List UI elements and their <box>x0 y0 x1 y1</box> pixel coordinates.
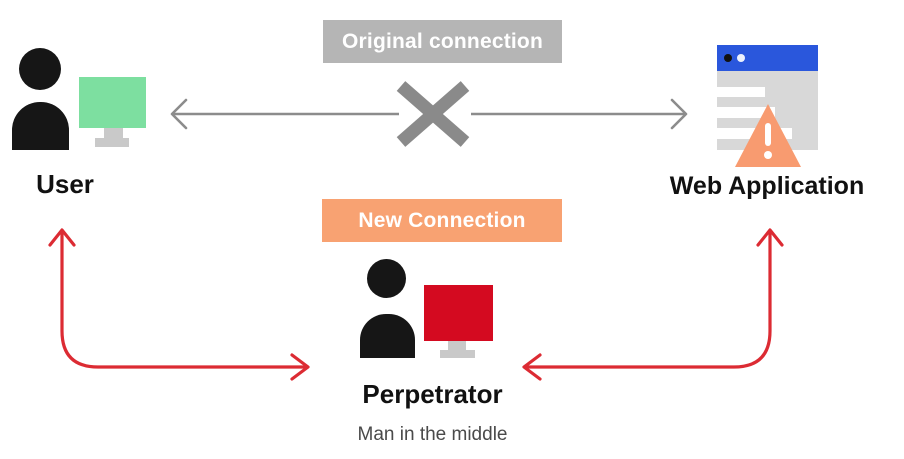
perpetrator-webapp-arrow <box>522 228 784 381</box>
user-label: User <box>36 169 94 199</box>
browser-header-bar <box>717 45 818 71</box>
perpetrator-monitor-base-icon <box>440 350 475 358</box>
browser-dot-icon <box>724 54 732 62</box>
user-monitor-icon <box>79 77 146 128</box>
original-connection-label: Original connection <box>323 20 562 63</box>
perpetrator-person-icon <box>367 259 406 298</box>
perpetrator-sublabel: Man in the middle <box>357 424 508 445</box>
browser-dot-icon <box>737 54 745 62</box>
blocked-x-icon <box>396 81 470 147</box>
user-perpetrator-arrow <box>48 228 310 381</box>
new-connection-label: New Connection <box>322 199 562 242</box>
browser-text-line <box>717 87 765 97</box>
original-connection-arrow <box>170 98 688 130</box>
perpetrator-person-icon <box>360 314 415 358</box>
user-monitor-stand-icon <box>104 128 123 138</box>
perpetrator-monitor-icon <box>424 285 493 341</box>
web-application-label: Web Application <box>669 172 865 200</box>
exclamation-icon <box>764 151 772 159</box>
perpetrator-monitor-stand-icon <box>448 341 466 350</box>
user-person-icon <box>19 48 61 90</box>
user-monitor-base-icon <box>95 138 129 147</box>
perpetrator-label: Perpetrator <box>362 379 503 409</box>
exclamation-icon <box>765 123 771 146</box>
user-person-icon <box>12 102 69 150</box>
